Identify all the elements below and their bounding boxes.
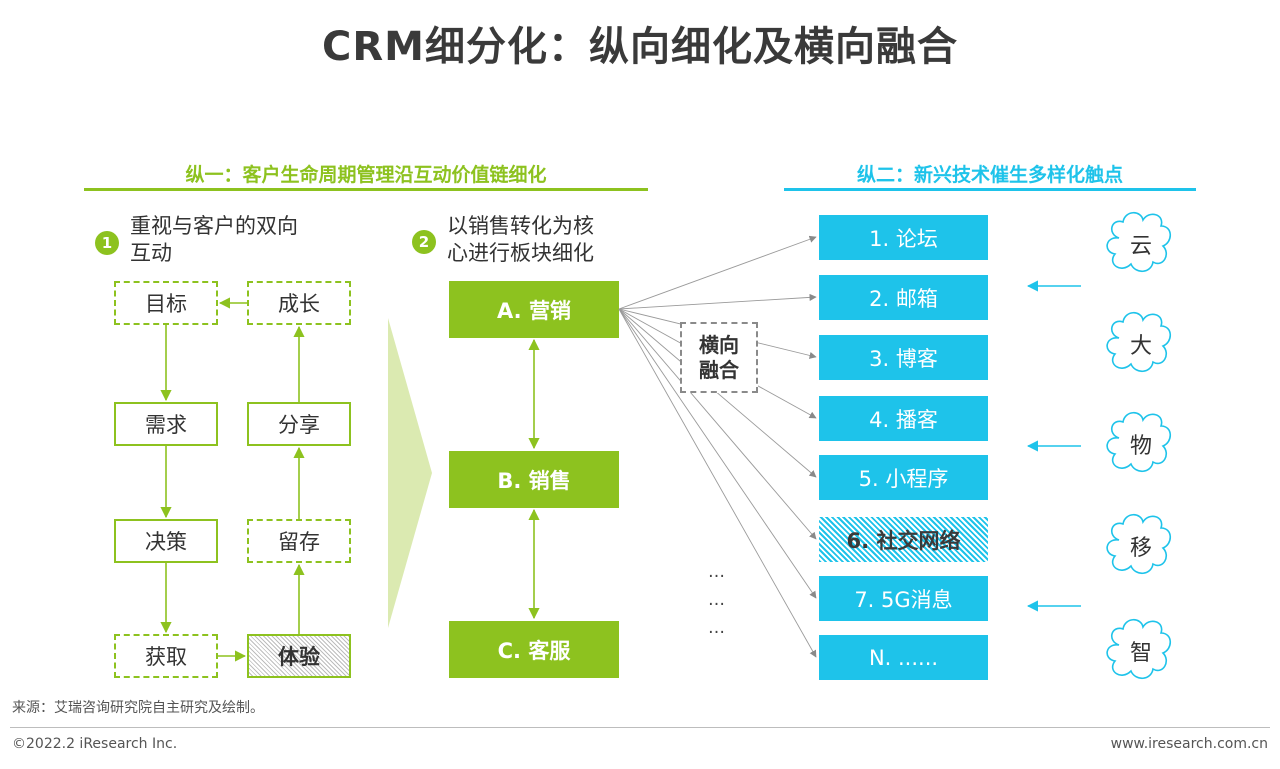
- step-1-badge: 1: [95, 231, 119, 255]
- fusion-line-1: 横向: [699, 332, 739, 357]
- horizontal-fusion-label: 横向 融合: [680, 322, 758, 393]
- right-section-rule: [784, 188, 1196, 191]
- lifecycle-decision: 决策: [114, 519, 218, 563]
- lifecycle-arrows: [160, 297, 305, 662]
- stage-service: C. 客服: [449, 621, 619, 678]
- step-2-line-1: 以销售转化为核: [447, 214, 594, 238]
- cloud-shape: [1106, 513, 1172, 575]
- lifecycle-acquire: 获取: [114, 634, 218, 678]
- step-1-line-1: 重视与客户的双向: [130, 214, 298, 238]
- fan-line-2: [618, 293, 817, 310]
- copyright: ©2022.2 iResearch Inc.: [12, 736, 178, 752]
- touchpoint-podcast: 4. 播客: [819, 396, 988, 441]
- step-2-text: 以销售转化为核 心进行板块细化: [447, 213, 594, 267]
- touchpoint-more: N. ......: [819, 635, 988, 680]
- fan-line-7: [618, 308, 817, 599]
- touchpoint-social-network: 6. 社交网络: [819, 517, 988, 562]
- touchpoint-email: 2. 邮箱: [819, 275, 988, 320]
- stage-sales: B. 销售: [449, 451, 619, 508]
- tech-cloud-shapes: [1106, 211, 1172, 680]
- cloud-shape: [1106, 411, 1172, 473]
- step-1-text: 重视与客户的双向 互动: [130, 213, 298, 267]
- tech-cloud-cloud: 云: [1129, 234, 1152, 259]
- stage-marketing: A. 营销: [449, 281, 619, 338]
- step-2-badge: 2: [412, 230, 436, 254]
- cloud-shape: [1106, 211, 1172, 273]
- website-url: www.iresearch.com.cn: [1110, 736, 1268, 752]
- source-note: 来源：艾瑞咨询研究院自主研究及绘制。: [12, 700, 264, 716]
- lifecycle-demand: 需求: [114, 402, 218, 446]
- touchpoint-blog: 3. 博客: [819, 335, 988, 380]
- tech-cloud-iot: 物: [1129, 434, 1152, 459]
- tech-arrows: [1026, 280, 1081, 612]
- touchpoint-5g-message: 7. 5G消息: [819, 576, 988, 621]
- lifecycle-experience: 体验: [247, 634, 351, 678]
- left-section-heading: 纵一：客户生命周期管理沿互动价值链细化: [185, 164, 547, 186]
- tech-cloud-ai: 智: [1129, 641, 1152, 666]
- footer-divider: [10, 727, 1270, 728]
- lifecycle-share: 分享: [247, 402, 351, 446]
- step-1-line-2: 互动: [130, 241, 172, 265]
- tech-cloud-bigdata: 大: [1129, 334, 1152, 359]
- ellipsis-3: …: [708, 618, 726, 638]
- fan-line-5: [618, 308, 817, 478]
- ellipsis-1: …: [708, 562, 726, 582]
- fan-line-n: [618, 308, 817, 658]
- right-section-heading: 纵二：新兴技术催生多样化触点: [856, 164, 1123, 186]
- fan-line-1: [618, 235, 817, 310]
- left-section-rule: [84, 188, 648, 191]
- ellipsis-2: …: [708, 590, 726, 610]
- page-title: CRM细分化：纵向细化及横向融合: [322, 24, 958, 70]
- touchpoint-forum: 1. 论坛: [819, 215, 988, 260]
- lifecycle-goal: 目标: [114, 281, 218, 325]
- touchpoint-fan-lines: [618, 235, 817, 658]
- lifecycle-retention: 留存: [247, 519, 351, 563]
- cloud-shape: [1106, 618, 1172, 680]
- lifecycle-growth: 成长: [247, 281, 351, 325]
- fan-line-6: [618, 308, 817, 540]
- cloud-shape: [1106, 311, 1172, 373]
- fusion-line-2: 融合: [699, 357, 739, 382]
- step-2-line-2: 心进行板块细化: [447, 241, 594, 265]
- touchpoint-mini-program: 5. 小程序: [819, 455, 988, 500]
- tech-cloud-mobile: 移: [1129, 536, 1152, 561]
